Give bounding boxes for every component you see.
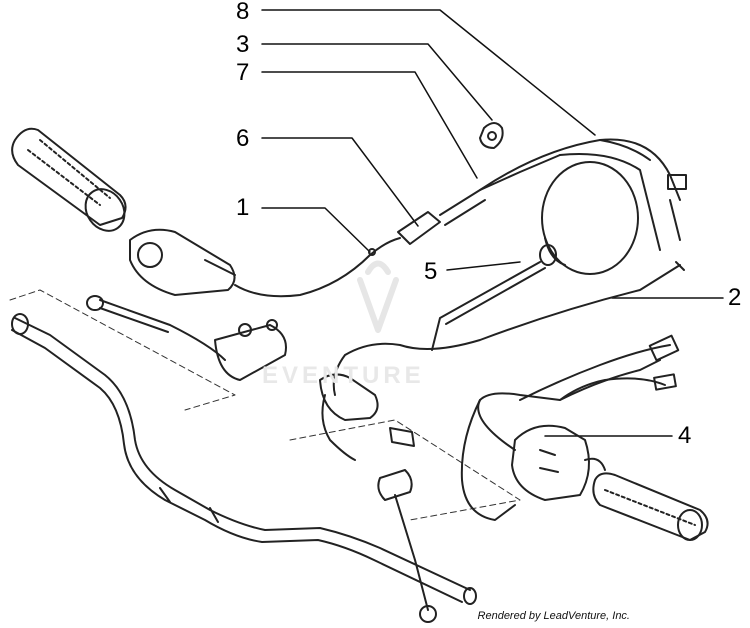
leader-1 — [261, 207, 371, 253]
callout-3: 3 — [236, 31, 250, 58]
callout-4: 4 — [678, 422, 692, 449]
leader-3 — [261, 43, 493, 121]
throttle-housing — [129, 228, 236, 296]
leader-6 — [261, 137, 419, 227]
mirror — [431, 161, 639, 351]
right-switch-housing — [511, 424, 606, 501]
throttle-cable — [234, 237, 401, 298]
watermark-text: EVENTURE — [262, 362, 425, 389]
wiring-harness-right — [460, 334, 680, 521]
right-grip — [592, 472, 709, 541]
callout-2: 2 — [728, 284, 742, 311]
grommet — [479, 122, 504, 149]
leader-8 — [261, 9, 596, 136]
left-throttle-grip — [11, 127, 127, 232]
leader-5 — [446, 261, 521, 271]
dashed-guides — [9, 289, 521, 521]
cable-adjuster — [397, 154, 561, 245]
lever-pivot-assembly — [214, 319, 287, 381]
wiring-harness-top — [479, 138, 687, 251]
callout-8: 8 — [236, 0, 250, 25]
callout-6: 6 — [236, 125, 250, 152]
leader-7 — [261, 71, 478, 179]
choke-cable — [332, 261, 685, 396]
handlebar — [11, 313, 477, 605]
callout-7: 7 — [236, 59, 250, 86]
watermark-logo — [357, 260, 399, 333]
render-credit: Rendered by LeadVenture, Inc. — [477, 610, 630, 622]
left-brake-lever — [86, 295, 226, 361]
center-switch-assembly — [319, 373, 437, 623]
callout-1: 1 — [236, 194, 250, 221]
leader-lines — [261, 9, 724, 437]
callout-5: 5 — [424, 258, 438, 285]
